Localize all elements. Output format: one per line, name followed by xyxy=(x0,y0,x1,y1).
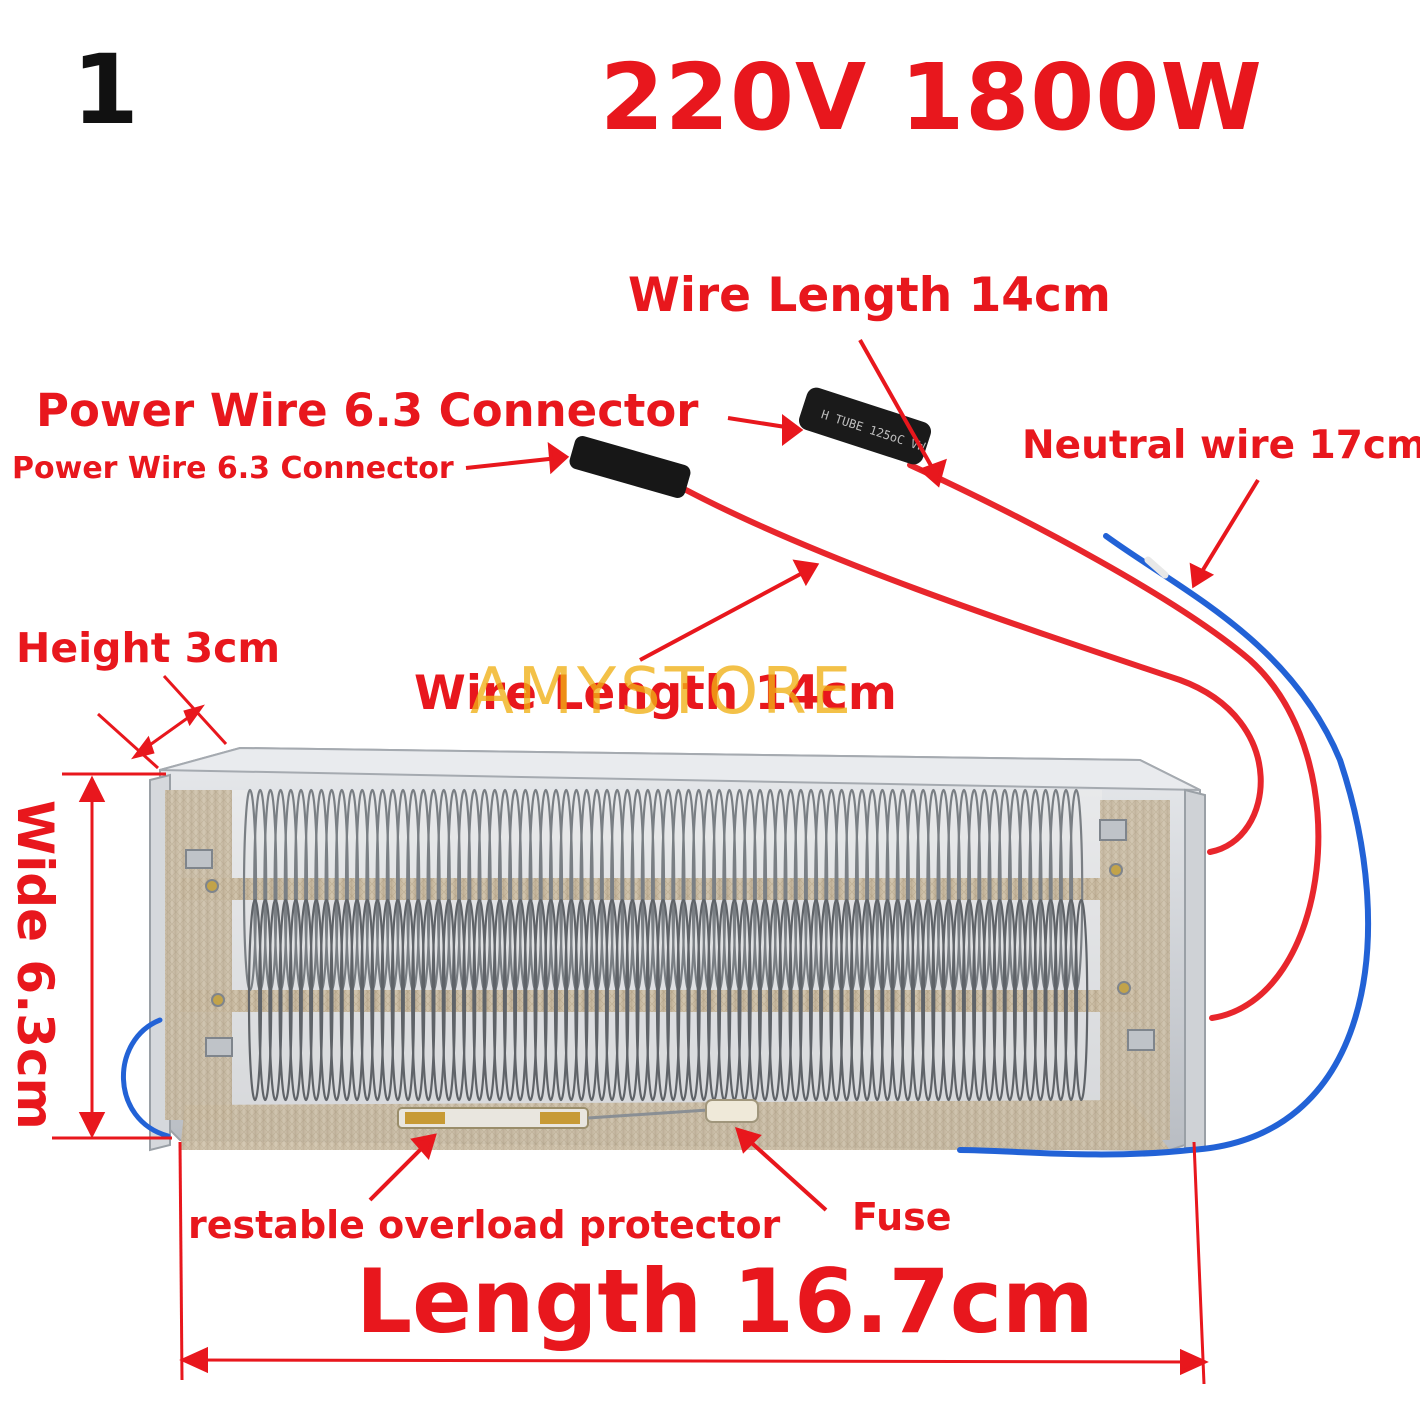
coil-loop xyxy=(288,898,303,1102)
coil-loop xyxy=(594,898,609,1102)
coil-loop xyxy=(666,898,681,1102)
coil-loop xyxy=(615,898,630,1102)
wide-label: Wide 6.3cm xyxy=(6,800,64,1130)
coil-loop xyxy=(258,898,273,1102)
fuse-label: Fuse xyxy=(852,1195,952,1239)
coil-loop xyxy=(278,898,293,1102)
coil-loop xyxy=(462,898,477,1102)
coil-loop xyxy=(533,898,548,1102)
coil-loop xyxy=(757,898,773,1102)
overload-protector-component xyxy=(397,1107,589,1129)
coil-loop xyxy=(380,898,395,1102)
overload-protector-label: restable overload protector xyxy=(188,1203,781,1247)
coil-loop xyxy=(349,898,365,1102)
coil-loop xyxy=(696,898,711,1102)
coil-loop xyxy=(339,898,354,1102)
coil-loop xyxy=(859,898,875,1102)
coil-loop xyxy=(880,898,895,1102)
coil-loop xyxy=(1074,898,1089,1102)
length-label: Length 16.7cm xyxy=(356,1250,1094,1353)
fuse-component xyxy=(587,1099,759,1123)
coil-loop xyxy=(400,898,416,1102)
terminals xyxy=(185,819,1155,1057)
coil-loop xyxy=(676,898,691,1102)
coil-loop xyxy=(788,898,803,1102)
coil-loop xyxy=(645,898,660,1102)
coil-loop xyxy=(441,898,456,1102)
coil-loop xyxy=(1043,898,1058,1102)
coil-loop xyxy=(298,898,314,1102)
coil-loop xyxy=(360,898,375,1102)
coil-loop xyxy=(451,898,467,1102)
annotation-arrows xyxy=(52,339,1260,1385)
coil-loop xyxy=(513,898,528,1102)
coil-loop xyxy=(961,898,977,1102)
coil-loop xyxy=(411,898,426,1102)
wires xyxy=(121,462,1372,1158)
coil-loop xyxy=(798,898,813,1102)
coil-loop xyxy=(910,898,926,1102)
neutral-wire-label: Neutral wire 17cm xyxy=(1022,423,1420,468)
coil-loop xyxy=(808,898,824,1102)
coil-loop xyxy=(1033,898,1048,1102)
wire-length-mid-label: Wire Length 14cm xyxy=(414,666,897,721)
coil-loop xyxy=(421,898,436,1102)
coil-loop xyxy=(1023,898,1038,1102)
coil-loop xyxy=(849,898,864,1102)
spec-title: 220V 1800W xyxy=(600,44,1263,151)
coil-loop xyxy=(829,898,844,1102)
variant-number: 1 xyxy=(72,34,139,146)
coil-loop xyxy=(329,898,344,1102)
coil-loop xyxy=(482,898,497,1102)
coil-loop xyxy=(564,898,579,1102)
coil-loop xyxy=(1053,898,1068,1102)
coil-loop xyxy=(604,898,620,1102)
coil-loop xyxy=(768,898,783,1102)
coil-loop xyxy=(819,898,834,1102)
coil-loop xyxy=(931,898,946,1102)
coil-loop xyxy=(951,898,966,1102)
coil-loop xyxy=(574,898,589,1102)
height-label: Height 3cm xyxy=(16,624,281,672)
watermark: AMYSTORE xyxy=(470,655,856,729)
coil-loop xyxy=(870,898,885,1102)
coil-loop xyxy=(686,898,701,1102)
coil-loop xyxy=(543,898,558,1102)
coil-loop xyxy=(625,898,640,1102)
coil-loop xyxy=(839,898,854,1102)
coil-loop xyxy=(982,898,997,1102)
coil-loop xyxy=(584,898,599,1102)
coil-loop xyxy=(655,898,671,1102)
coil-loop xyxy=(309,898,324,1102)
coil-loop xyxy=(972,898,987,1102)
coil-loop xyxy=(1063,898,1079,1102)
coil-loop xyxy=(635,898,650,1102)
coil-loop xyxy=(492,898,507,1102)
coil-loop xyxy=(247,898,263,1102)
coil-loop xyxy=(472,898,487,1102)
power-connector-label-small: Power Wire 6.3 Connector xyxy=(12,451,454,486)
coil-loop xyxy=(553,898,569,1102)
coil-loop xyxy=(992,898,1007,1102)
coil-loop xyxy=(1012,898,1028,1102)
coil-loop xyxy=(431,898,446,1102)
coil-loop xyxy=(778,898,793,1102)
coil-loop xyxy=(370,898,385,1102)
coil-loop xyxy=(921,898,936,1102)
wire-length-top-label: Wire Length 14cm xyxy=(628,268,1111,323)
coil-loop xyxy=(1002,898,1017,1102)
coil-loop xyxy=(319,898,334,1102)
coil-loop xyxy=(502,898,518,1102)
coil-loop xyxy=(523,898,538,1102)
coil-loop xyxy=(890,898,905,1102)
power-connector-label-large: Power Wire 6.3 Connector xyxy=(36,384,699,437)
coil-loop xyxy=(941,898,956,1102)
coil-loop xyxy=(268,898,283,1102)
coil-loop xyxy=(900,898,915,1102)
coil-loop xyxy=(390,898,405,1102)
